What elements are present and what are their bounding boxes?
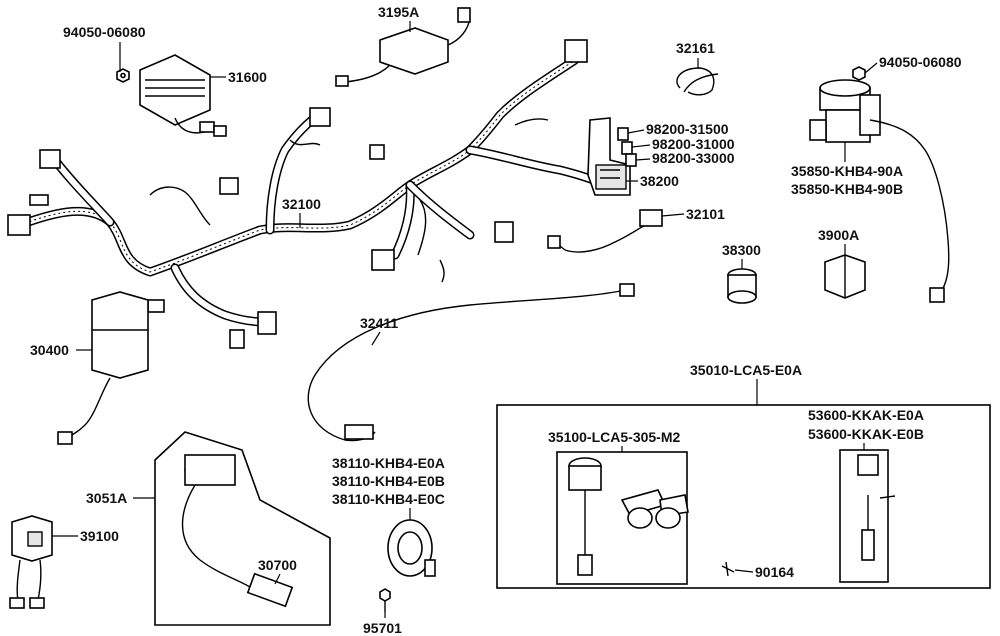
part-38110-horn <box>387 519 436 577</box>
label-35100-lca5-305-m2: 35100-LCA5-305-M2 <box>548 429 680 445</box>
part-32101-sub-harness <box>547 209 663 253</box>
label-53600-kkak-e0a: 53600-KKAK-E0A <box>808 407 924 423</box>
part-3900a-relay <box>824 254 866 299</box>
label-98200-31500: 98200-31500 <box>646 121 729 137</box>
label-90164: 90164 <box>755 564 794 580</box>
label-35010-lca5-e0a: 35010-LCA5-E0A <box>690 362 802 378</box>
label-38200: 38200 <box>640 173 679 189</box>
label-94050-06080-right: 94050-06080 <box>879 54 962 70</box>
part-35010-key-set-box <box>496 404 991 589</box>
main-wiring-harness <box>15 55 610 327</box>
part-32161-clip <box>676 67 719 96</box>
part-30400-cdi <box>57 291 149 445</box>
label-53600-kkak-e0b: 53600-KKAK-E0B <box>808 426 924 442</box>
label-35850-khb4-90b: 35850-KHB4-90B <box>791 181 903 197</box>
part-32411-cable <box>307 283 635 442</box>
label-38110-khb4-e0b: 38110-KHB4-E0B <box>332 473 445 489</box>
label-94050-06080-top: 94050-06080 <box>63 24 146 40</box>
label-35850-khb4-90a: 35850-KHB4-90A <box>791 163 903 179</box>
label-3051a: 3051A <box>86 490 127 506</box>
part-39100 <box>9 515 53 609</box>
part-38300-flasher <box>727 268 757 304</box>
label-3900a: 3900A <box>818 227 859 243</box>
label-98200-31000: 98200-31000 <box>652 136 735 152</box>
part-35850-ignition-switch <box>809 66 950 303</box>
label-38110-khb4-e0c: 38110-KHB4-E0C <box>332 491 445 507</box>
label-38300: 38300 <box>722 242 761 258</box>
part-95701-bolt <box>379 588 391 612</box>
part-90164-screw <box>721 561 735 577</box>
label-30700: 30700 <box>258 557 297 573</box>
label-95701: 95701 <box>363 620 402 636</box>
label-30400: 30400 <box>30 342 69 358</box>
part-3051a-group <box>154 431 331 626</box>
harness-connectors <box>7 39 588 349</box>
label-39100: 39100 <box>80 528 119 544</box>
label-31600: 31600 <box>228 69 267 85</box>
label-38110-khb4-e0a: 38110-KHB4-E0A <box>332 455 445 471</box>
label-3195a: 3195A <box>378 4 419 20</box>
label-98200-33000: 98200-33000 <box>652 150 735 166</box>
part-3195a-relay <box>335 7 471 87</box>
part-38200-fuse-box <box>587 117 631 196</box>
label-32161: 32161 <box>676 40 715 56</box>
nut-94050-top <box>116 68 130 83</box>
label-32411: 32411 <box>360 315 398 331</box>
part-35100-lock-set <box>556 451 689 585</box>
part-53600-key-blank <box>839 449 896 583</box>
label-32101: 32101 <box>686 206 725 222</box>
label-32100: 32100 <box>282 196 321 212</box>
labels: 94050-06080 3195A 32161 94050-06080 3160… <box>30 4 962 636</box>
part-31600-regulator <box>139 54 227 137</box>
